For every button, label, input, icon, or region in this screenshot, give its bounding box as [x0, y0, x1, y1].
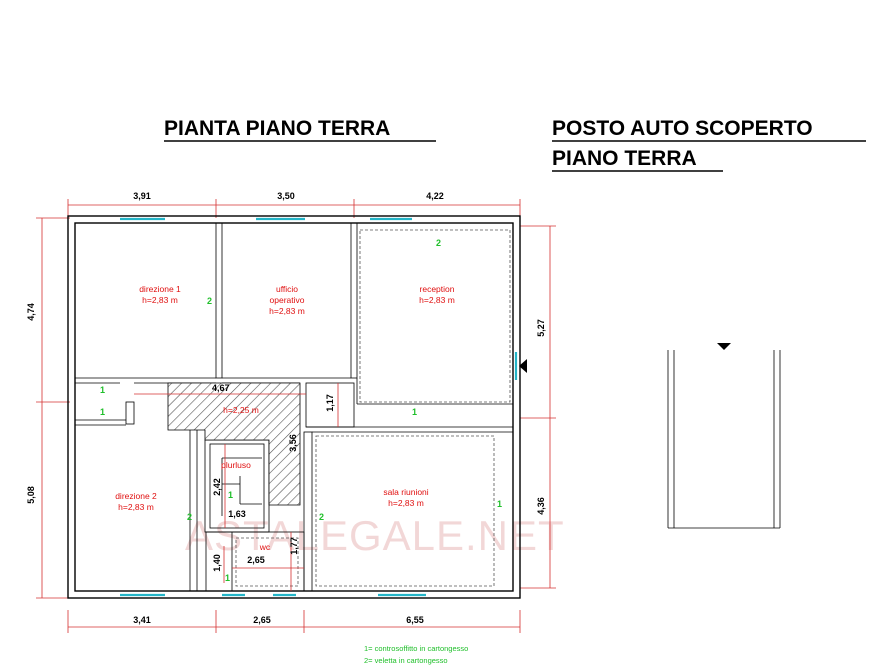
dim-stair-h: 2,42 — [212, 478, 222, 496]
room-ufficio-height: h=2,83 m — [269, 306, 305, 316]
room-corridor-height: h=2,25 m — [223, 405, 259, 415]
legend-line2: 2= veletta in cartongesso — [364, 656, 448, 665]
room-plurluso-name: plurluso — [221, 460, 251, 470]
marker-1-wc: 1 — [225, 573, 230, 583]
windows — [120, 217, 518, 597]
room-labels: direzione 1 h=2,83 m ufficio operativo h… — [115, 284, 455, 552]
room-sala-height: h=2,83 m — [388, 498, 424, 508]
room-direzione1-name: direzione 1 — [139, 284, 181, 294]
room-wc-name: wc — [259, 542, 271, 552]
bottom-dimensions: 3,41 2,65 6,55 — [67, 610, 521, 633]
dim-corridor-small: 1,17 — [325, 394, 335, 412]
marker-2-direzione2: 2 — [187, 512, 192, 522]
dim-top-2: 3,50 — [277, 191, 295, 201]
top-dimensions: 3,91 3,50 4,22 — [67, 191, 521, 218]
dim-bottom-1: 3,41 — [133, 615, 151, 625]
watermark: ASTALEGALE.NET — [185, 512, 565, 559]
room-reception-height: h=2,83 m — [419, 295, 455, 305]
corridor-hatch — [167, 382, 301, 506]
legend: 1= controsoffitto in cartongesso 2= vele… — [364, 644, 468, 665]
room-sala-name: sala riunioni — [383, 487, 428, 497]
room-ufficio-name2: operativo — [270, 295, 305, 305]
room-direzione2-height: h=2,83 m — [118, 502, 154, 512]
marker-2-direzione1: 2 — [207, 296, 212, 306]
dim-right-2: 4,36 — [536, 497, 546, 515]
dim-bottom-2: 2,65 — [253, 615, 271, 625]
marker-1-sala: 1 — [497, 499, 502, 509]
legend-line1: 1= controsoffitto in cartongesso — [364, 644, 468, 653]
room-ufficio-name: ufficio — [276, 284, 298, 294]
marker-2-reception: 2 — [436, 238, 441, 248]
dim-bath-small: 1,40 — [212, 554, 222, 572]
room-direzione1-height: h=2,83 m — [142, 295, 178, 305]
dim-bath-w: 2,65 — [247, 555, 265, 565]
left-dimensions: 4,74 5,08 — [26, 217, 70, 599]
parking-title-line2: PIANO TERRA — [552, 147, 697, 170]
room-reception-name: reception — [420, 284, 455, 294]
dim-bottom-3: 6,55 — [406, 615, 424, 625]
parking-space — [667, 343, 781, 529]
marker-1-reception: 1 — [412, 407, 417, 417]
dim-diagonal: 3,56 — [288, 434, 298, 452]
marker-1-left-lower: 1 — [100, 407, 105, 417]
dim-corridor: 4,67 — [212, 383, 230, 393]
marker-1-left-upper: 1 — [100, 385, 105, 395]
entrance-arrow-icon — [519, 359, 527, 373]
dim-left-2: 5,08 — [26, 486, 36, 504]
parking-entrance-arrow-icon — [717, 343, 731, 350]
dim-right-1: 5,27 — [536, 319, 546, 337]
marker-1-stair: 1 — [228, 490, 233, 500]
dim-top-3: 4,22 — [426, 191, 444, 201]
dim-top-1: 3,91 — [133, 191, 151, 201]
plan-title: PIANTA PIANO TERRA — [164, 117, 390, 140]
dim-stair-w: 1,63 — [228, 509, 246, 519]
room-direzione2-name: direzione 2 — [115, 491, 157, 501]
right-dimensions: 5,27 4,36 — [520, 225, 556, 589]
corridor-dimensions: 4,67 1,17 3,56 2,42 1,63 2,65 1,77 1,40 — [134, 383, 339, 591]
dim-bath-h: 1,77 — [289, 537, 299, 555]
dim-left-1: 4,74 — [26, 303, 36, 321]
ceiling-markers: 2 2 1 1 1 2 1 2 1 1 — [100, 238, 502, 583]
parking-title-line1: POSTO AUTO SCOPERTO — [552, 117, 813, 140]
marker-2-sala: 2 — [319, 512, 324, 522]
